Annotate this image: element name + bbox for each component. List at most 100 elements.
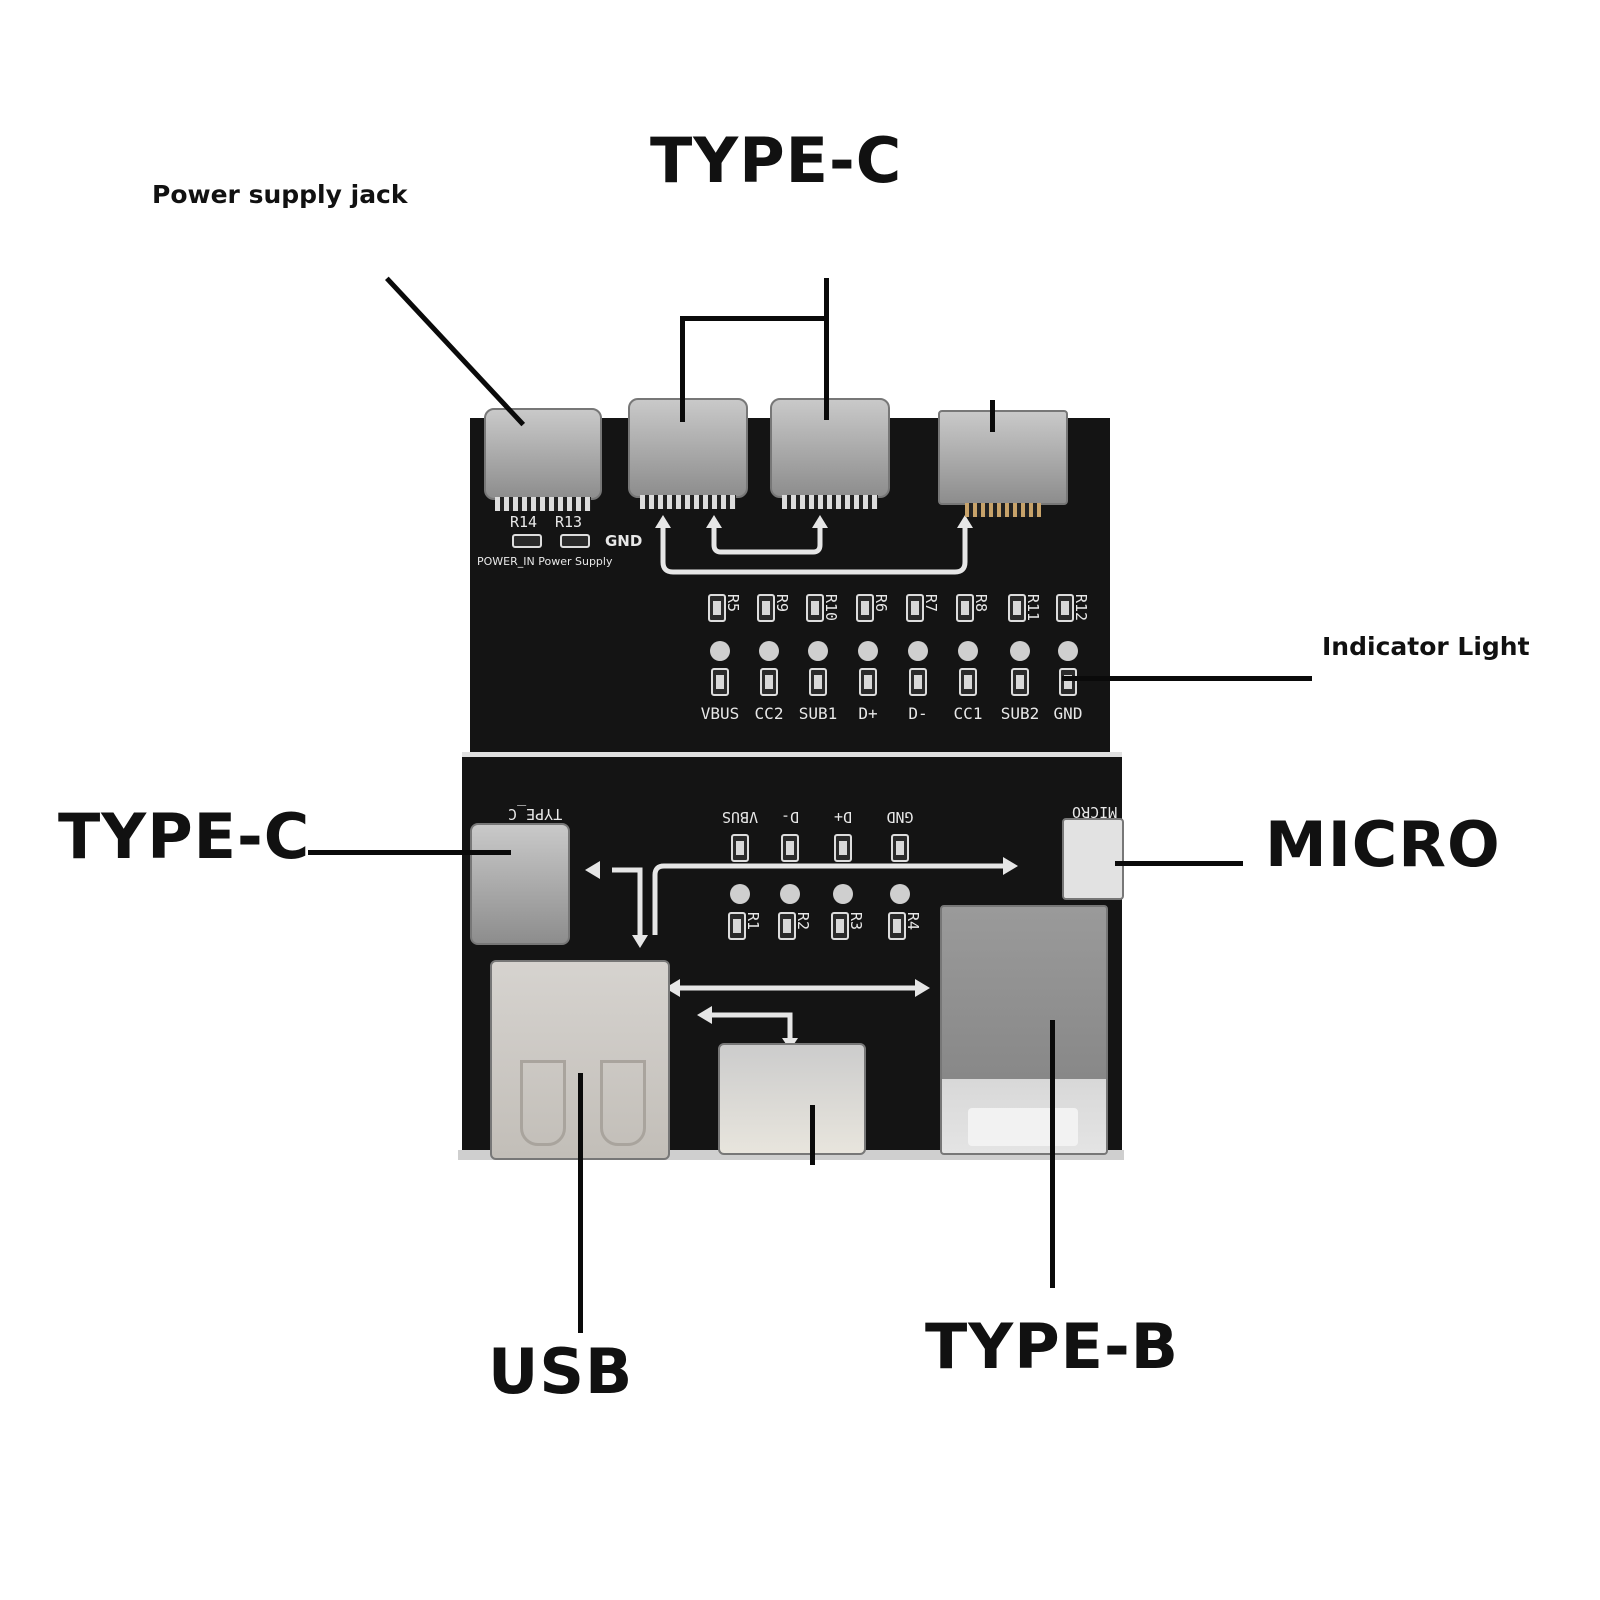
arrow-path-top-outer [660, 528, 968, 575]
silk-resistor-label: R12 [1072, 594, 1090, 622]
silk-resistor-label: R4 [904, 912, 922, 931]
arrowhead [632, 935, 648, 948]
indicator-led [891, 834, 909, 862]
resistor-r14 [512, 534, 542, 548]
silk-resistor-label: R10 [822, 594, 840, 622]
callout-indicator-light: Indicator Light [1322, 632, 1530, 661]
test-point [1010, 641, 1030, 661]
callout-usb: USB [488, 1335, 634, 1408]
indicator-led [959, 668, 977, 696]
silk-r14: R14 [510, 513, 538, 531]
resistor-pad [956, 594, 974, 622]
resistor-pad [831, 912, 849, 940]
test-point [759, 641, 779, 661]
arrowhead [655, 515, 671, 528]
resistor-pad [888, 912, 906, 940]
silk-resistor-label: R11 [1024, 594, 1042, 622]
test-point [858, 641, 878, 661]
connector-pins [640, 495, 736, 509]
test-point [780, 884, 800, 904]
silk-led-label: VBUS [721, 808, 759, 826]
leader-line-micro [1115, 861, 1243, 866]
type-c-port-left[interactable] [470, 823, 570, 945]
resistor-r13 [560, 534, 590, 548]
type-c-port-2[interactable] [770, 398, 890, 498]
arrow-path-micro [652, 863, 1005, 935]
silk-resistor-label: R3 [847, 912, 865, 931]
test-point [833, 884, 853, 904]
usb-a-spring [600, 1060, 646, 1146]
indicator-led [731, 834, 749, 862]
usb-a-spring [520, 1060, 566, 1146]
connector-pins [495, 497, 591, 511]
silk-led-label: GND [886, 808, 914, 826]
micro-usb-port[interactable] [1062, 818, 1124, 900]
indicator-led [1011, 668, 1029, 696]
indicator-led [834, 834, 852, 862]
indicator-led [781, 834, 799, 862]
arrowhead [585, 861, 600, 879]
arrowhead [1003, 857, 1018, 875]
resistor-pad [906, 594, 924, 622]
power-supply-jack-connector[interactable] [484, 408, 602, 500]
resistor-pad [708, 594, 726, 622]
resistor-pad [856, 594, 874, 622]
indicator-led [711, 668, 729, 696]
silk-r13: R13 [555, 513, 583, 531]
test-point [1058, 641, 1078, 661]
leader-line-type-c-1 [680, 316, 685, 422]
silk-led-label: VBUS [700, 704, 740, 723]
silk-led-label: SUB2 [1000, 704, 1040, 723]
resistor-pad [806, 594, 824, 622]
leader-line-indicator [1062, 676, 1312, 681]
silk-resistor-label: R5 [724, 594, 742, 613]
silk-led-label: D+ [833, 808, 853, 826]
silk-type-c: TYPE_C [508, 805, 563, 823]
indicator-led [859, 668, 877, 696]
arrowhead [706, 515, 722, 528]
connector-pins [782, 495, 878, 509]
silk-led-label: D- [780, 808, 800, 826]
silk-led-label: GND [1053, 704, 1083, 723]
arrow-path-typec-usb [612, 867, 643, 935]
silk-led-label: D+ [858, 704, 878, 723]
test-point [958, 641, 978, 661]
micro-b-port[interactable] [718, 1043, 866, 1155]
silk-resistor-label: R9 [773, 594, 791, 613]
silk-led-label: SUB1 [798, 704, 838, 723]
callout-type-c-left: TYPE-C [58, 800, 311, 873]
callout-power-supply-jack: Power supply jack [152, 180, 408, 209]
callout-type-b: TYPE-B [925, 1310, 1179, 1383]
resistor-pad [728, 912, 746, 940]
leader-line-type-b [1050, 1020, 1055, 1288]
arrowhead [697, 1006, 712, 1024]
arrow-path-usb-microb [712, 1012, 793, 1040]
type-c-port-1[interactable] [628, 398, 748, 498]
leader-line-type-c-2 [824, 278, 829, 420]
silk-led-label: D- [908, 704, 928, 723]
test-point [710, 641, 730, 661]
silk-power-in: POWER_IN Power Supply [477, 555, 613, 568]
type-c-port-3[interactable] [938, 410, 1068, 505]
test-point [808, 641, 828, 661]
silk-gnd: GND [605, 532, 643, 550]
indicator-led [1059, 668, 1077, 696]
arrowhead [915, 979, 930, 997]
silk-resistor-label: R8 [972, 594, 990, 613]
silk-resistor-label: R6 [872, 594, 890, 613]
indicator-led [909, 668, 927, 696]
connector-pins [965, 503, 1041, 517]
resistor-pad [1056, 594, 1074, 622]
indicator-led [809, 668, 827, 696]
leader-line-micro-b [810, 1105, 815, 1165]
board-edge [458, 1150, 1124, 1160]
arrowhead [812, 515, 828, 528]
leader-line-type-c-bracket [680, 316, 828, 321]
arrowhead [665, 979, 680, 997]
arrowhead [957, 515, 973, 528]
silk-led-label: CC1 [953, 704, 983, 723]
type-b-opening [968, 1108, 1078, 1146]
resistor-pad [1008, 594, 1026, 622]
arrow-path-top-inner [711, 528, 823, 555]
leader-line-type-c-left [308, 850, 511, 855]
